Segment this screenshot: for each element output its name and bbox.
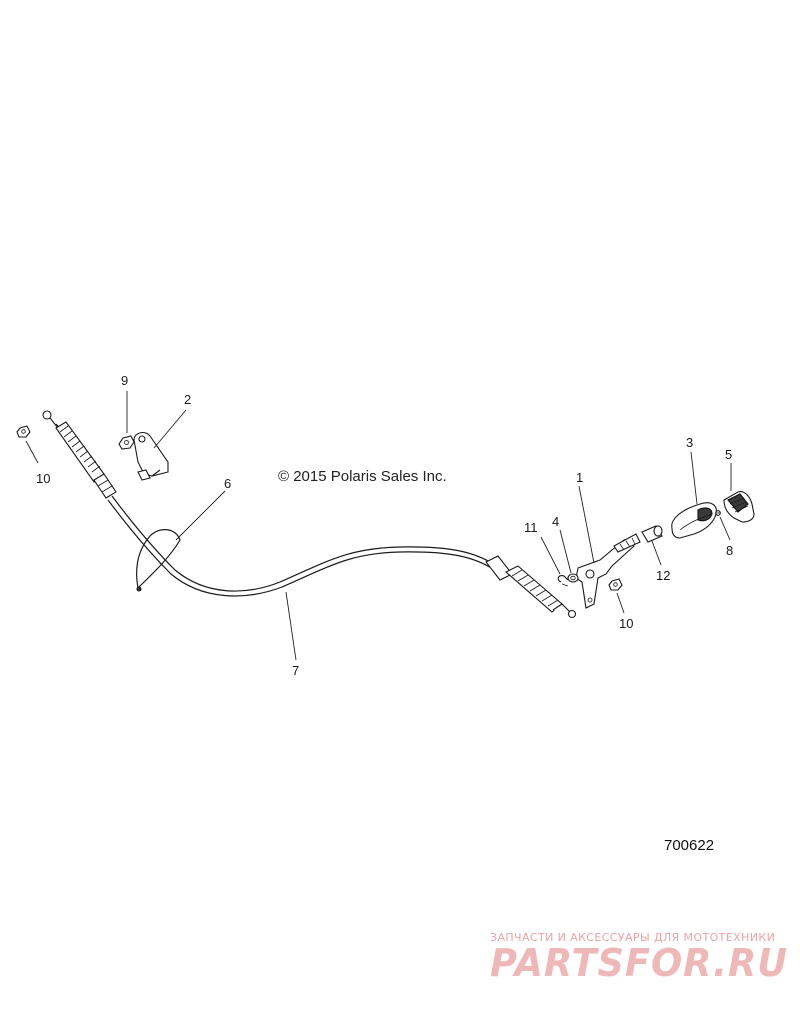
shift-cable — [42, 410, 577, 619]
nut-left — [16, 425, 31, 438]
watermark: ЗАПЧАСТИ И АКСЕССУАРЫ ДЛЯ МОТОТЕХНИКИ PA… — [490, 931, 788, 985]
watermark-tagline: ЗАПЧАСТИ И АКСЕССУАРЫ ДЛЯ МОТОТЕХНИКИ — [490, 931, 775, 944]
nut-right — [608, 578, 623, 591]
copyright-text: © 2015 Polaris Sales Inc. — [278, 468, 447, 485]
lever-sleeve — [641, 525, 663, 543]
knob-screw — [715, 510, 721, 516]
watermark-logo: PARTSFOR.RU — [490, 941, 788, 985]
shift-lever — [575, 533, 641, 609]
callout-6: 6 — [224, 476, 231, 491]
callout-4: 4 — [552, 514, 559, 529]
cable-left-boot — [55, 421, 105, 483]
lever-bushing — [567, 573, 579, 583]
retaining-clip — [557, 575, 569, 587]
callout-8: 8 — [726, 543, 733, 558]
leader-lines — [25, 391, 732, 661]
callout-10-right: 10 — [619, 616, 633, 631]
callout-7: 7 — [292, 663, 299, 678]
callout-9: 9 — [121, 373, 128, 388]
callout-2: 2 — [184, 392, 191, 407]
diagram-id: 700622 — [664, 837, 714, 854]
bracket-nut — [118, 435, 135, 450]
callout-3: 3 — [686, 435, 693, 450]
cable-left-end — [42, 410, 117, 499]
cable-right-end — [485, 555, 577, 619]
callout-10-left: 10 — [36, 471, 50, 486]
cable-tie — [136, 529, 181, 592]
callout-labels: 9 2 10 6 7 1 11 4 10 12 3 5 8 — [36, 373, 733, 678]
callout-11: 11 — [524, 520, 538, 535]
shift-knob — [671, 502, 717, 539]
callout-12: 12 — [656, 568, 670, 583]
mounting-bracket — [133, 431, 169, 481]
callout-1: 1 — [576, 470, 583, 485]
callout-5: 5 — [725, 447, 732, 462]
knob-cap — [723, 491, 755, 523]
